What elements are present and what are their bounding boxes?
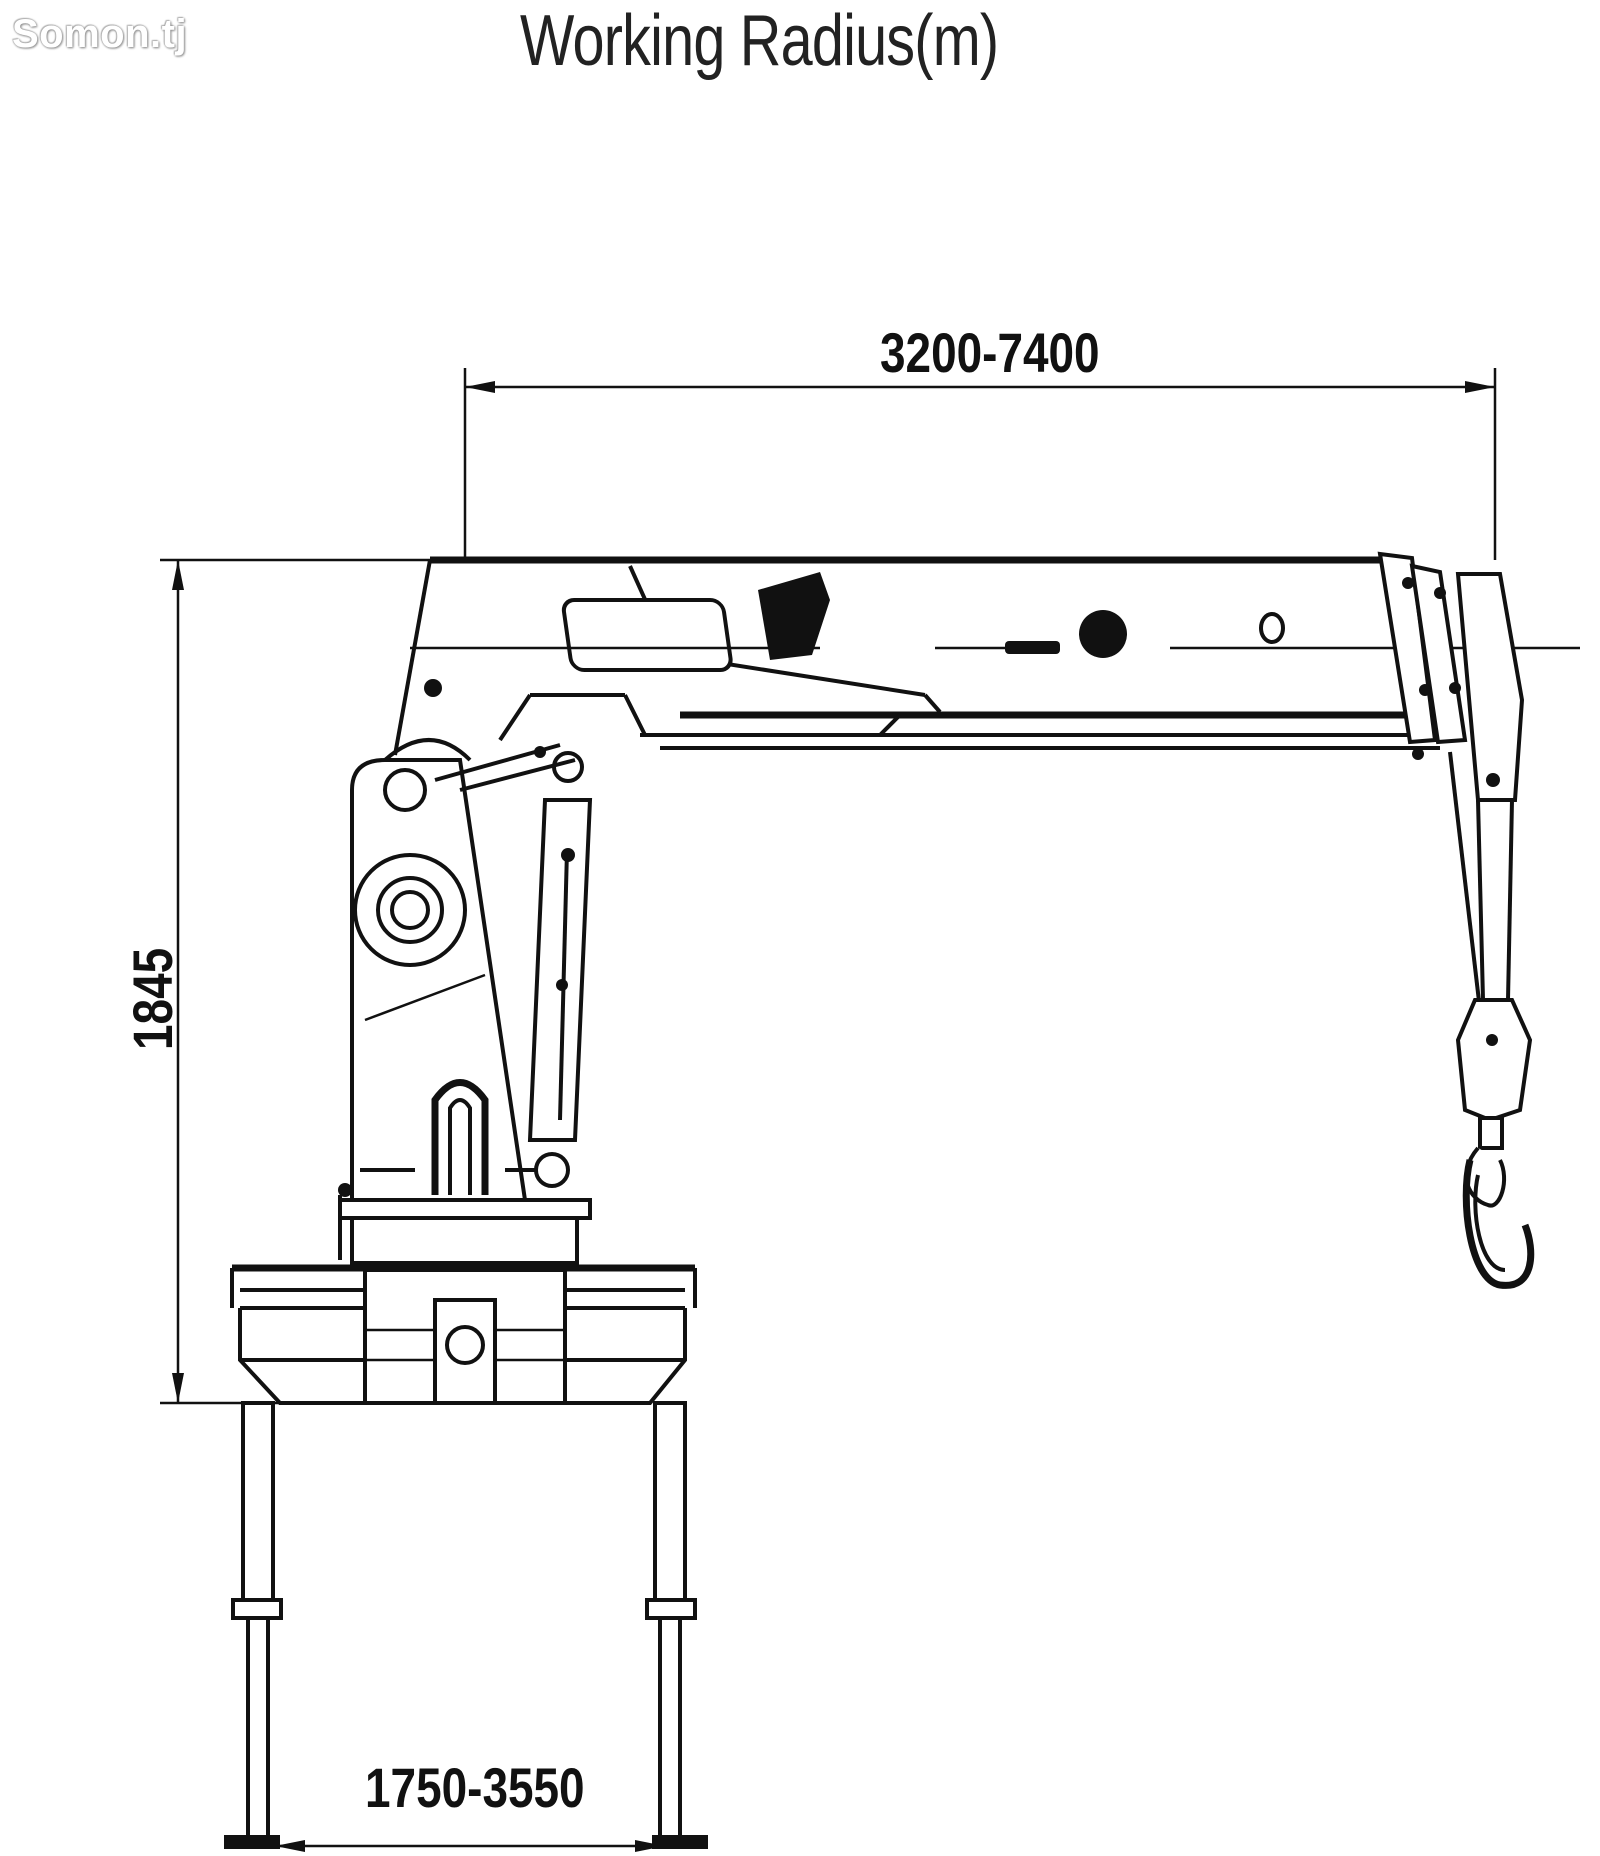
outrigger-dimension-line xyxy=(275,1840,665,1852)
crane-column xyxy=(350,738,540,1202)
hydraulic-cylinder xyxy=(434,743,593,1188)
outrigger-span-label: 1750-3550 xyxy=(365,1756,585,1819)
subframe xyxy=(230,1264,697,1405)
height-dimension-line xyxy=(160,558,440,1405)
hook-assembly xyxy=(1448,751,1535,1289)
working-radius-label: 3200-7400 xyxy=(880,321,1100,384)
outrigger-left xyxy=(224,1401,283,1849)
boom-tip-sections xyxy=(1377,551,1525,802)
base-plate xyxy=(338,1183,592,1265)
height-label: 1845 xyxy=(121,947,184,1050)
diagram-title: Working Radius(m) xyxy=(520,1,999,81)
watermark-logo: Somon.tj xyxy=(12,12,188,56)
radius-dimension-line xyxy=(463,368,1497,560)
main-boom xyxy=(393,556,1580,756)
outrigger-right xyxy=(645,1401,708,1849)
